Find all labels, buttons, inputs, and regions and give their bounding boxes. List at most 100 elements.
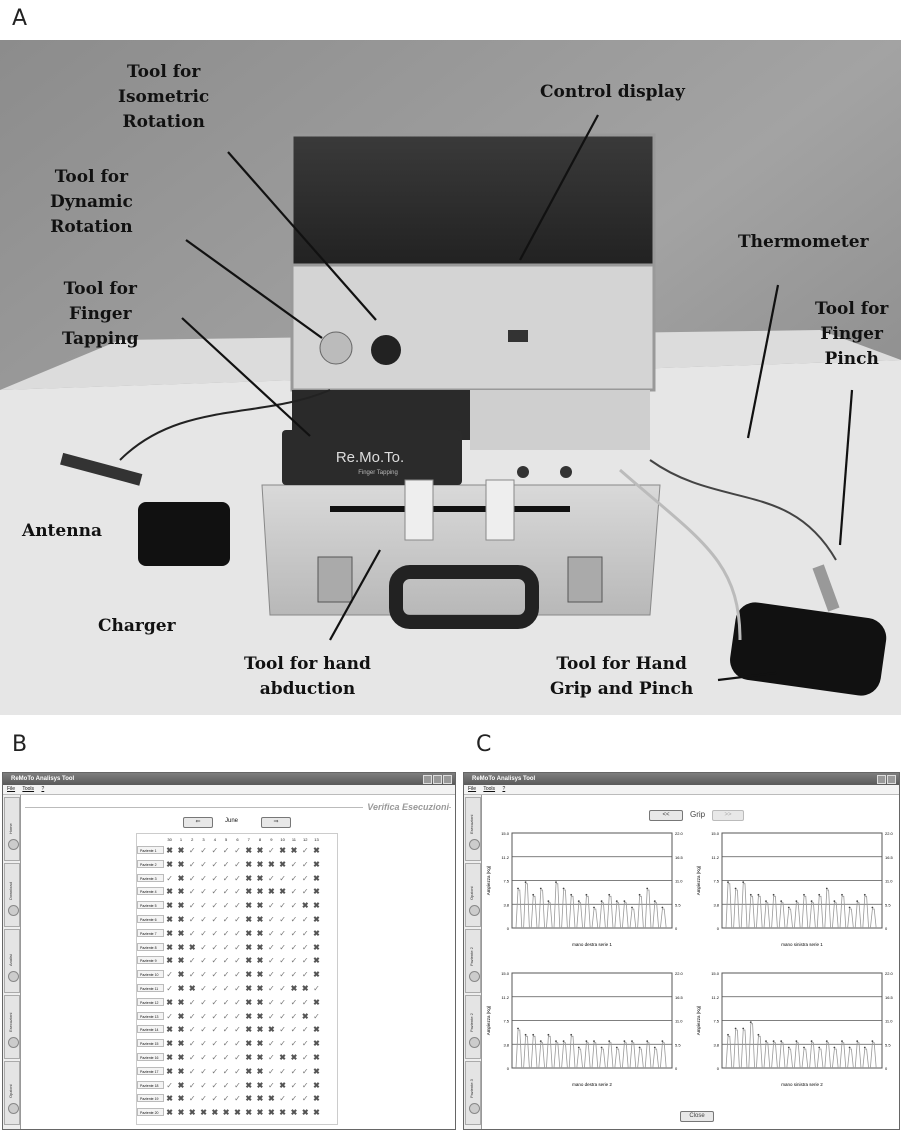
cross-icon: ✖ bbox=[245, 970, 253, 980]
side-tab-0[interactable]: Esecuzioni bbox=[465, 797, 481, 861]
check-icon: ✓ bbox=[200, 956, 207, 966]
table-row: Paziente 6✖✖✓✓✓✓✓✖✖✓✓✓✓✖ bbox=[137, 915, 322, 924]
maximize-icon[interactable] bbox=[877, 775, 886, 784]
patient-name[interactable]: Paziente 1 bbox=[137, 846, 164, 854]
check-icon: ✓ bbox=[301, 1094, 309, 1104]
check-icon: ✓ bbox=[222, 1066, 230, 1076]
patient-name[interactable]: Paziente 11 bbox=[137, 984, 164, 992]
patient-name[interactable]: Paziente 12 bbox=[137, 997, 164, 1006]
side-tab-1[interactable]: Download bbox=[4, 863, 20, 927]
check-icon: ✓ bbox=[222, 901, 230, 911]
peak-marker bbox=[638, 1046, 641, 1049]
next-month-button[interactable]: ⇒ bbox=[261, 817, 291, 828]
close-icon[interactable] bbox=[443, 775, 452, 784]
cross-icon: ✖ bbox=[313, 915, 320, 924]
cross-icon: ✖ bbox=[188, 1108, 196, 1118]
chart-caption: mano destra serie 1 bbox=[572, 942, 612, 947]
patient-name[interactable]: Paziente 9 bbox=[137, 956, 164, 965]
tab-icon bbox=[8, 970, 19, 982]
prev-month-button[interactable]: ⇐ bbox=[183, 817, 213, 828]
patient-name[interactable]: Paziente 7 bbox=[137, 928, 164, 937]
check-icon: ✓ bbox=[301, 915, 309, 924]
menu-help[interactable]: ? bbox=[502, 786, 506, 792]
patient-name[interactable]: Paziente 5 bbox=[137, 901, 164, 910]
menu-tools[interactable]: Tools bbox=[22, 786, 35, 792]
check-icon: ✓ bbox=[211, 1011, 219, 1021]
prev-button[interactable]: << bbox=[649, 810, 683, 821]
side-tab-4[interactable]: Paziente 3 bbox=[465, 1061, 481, 1125]
maximize-icon[interactable] bbox=[433, 775, 442, 784]
peak-marker bbox=[803, 1046, 805, 1049]
menu-help[interactable]: ? bbox=[41, 786, 45, 792]
right-tick-label: 11.0 bbox=[885, 1019, 893, 1024]
check-icon: ✓ bbox=[279, 956, 286, 966]
peak-marker bbox=[539, 887, 542, 890]
table-row: Paziente 7✖✖✓✓✓✓✓✖✖✓✓✓✓✖ bbox=[137, 928, 322, 938]
cross-icon: ✖ bbox=[245, 846, 253, 855]
close-icon[interactable] bbox=[887, 775, 896, 784]
patient-name[interactable]: Paziente 19 bbox=[137, 1094, 164, 1103]
table-row: Paziente 19✖✖✓✓✓✓✓✖✖✖✓✓✓✖ bbox=[137, 1094, 322, 1103]
menu-file[interactable]: File bbox=[468, 786, 477, 792]
cross-icon: ✖ bbox=[313, 970, 320, 980]
side-tab-1[interactable]: Opzioni bbox=[465, 863, 481, 927]
peak-marker bbox=[810, 1040, 813, 1043]
minimize-icon[interactable] bbox=[423, 775, 432, 784]
side-tab-4[interactable]: Opzioni bbox=[4, 1061, 20, 1125]
side-tab-3[interactable]: Paziente 2 bbox=[465, 995, 481, 1059]
check-icon: ✓ bbox=[279, 1066, 286, 1076]
close-button[interactable]: Close bbox=[680, 1111, 714, 1122]
patient-name[interactable]: Paziente 6 bbox=[137, 915, 164, 923]
check-icon: ✓ bbox=[200, 846, 207, 855]
side-tab-2[interactable]: Paziente 2 bbox=[465, 929, 481, 993]
side-tab-0[interactable]: Home bbox=[4, 797, 20, 861]
peak-marker bbox=[600, 1046, 603, 1049]
patient-name[interactable]: Paziente 4 bbox=[137, 887, 164, 896]
window-b-menubar: File Tools ? bbox=[3, 785, 455, 795]
check-icon: ✓ bbox=[279, 970, 286, 980]
next-button[interactable]: >> bbox=[712, 810, 744, 821]
cross-icon: ✖ bbox=[290, 1108, 298, 1118]
menu-file[interactable]: File bbox=[7, 786, 16, 792]
peak-marker bbox=[765, 1040, 767, 1043]
cross-icon: ✖ bbox=[256, 984, 264, 993]
patient-name[interactable]: Paziente 10 bbox=[137, 970, 164, 979]
patient-name[interactable]: Paziente 20 bbox=[137, 1108, 164, 1117]
cross-icon: ✖ bbox=[166, 859, 173, 869]
cross-icon: ✖ bbox=[177, 846, 185, 855]
check-icon: ✓ bbox=[211, 942, 219, 952]
patient-name[interactable]: Paziente 17 bbox=[137, 1066, 164, 1075]
cross-icon: ✖ bbox=[313, 1108, 320, 1118]
patient-name[interactable]: Paziente 14 bbox=[137, 1025, 164, 1034]
tab-icon bbox=[8, 1036, 19, 1048]
cross-icon: ✖ bbox=[279, 859, 286, 869]
patient-name[interactable]: Paziente 18 bbox=[137, 1080, 164, 1089]
patient-name[interactable]: Paziente 8 bbox=[137, 942, 164, 951]
cross-icon: ✖ bbox=[245, 873, 253, 883]
device-subtitle: Finger Tapping bbox=[358, 470, 398, 476]
check-icon: ✓ bbox=[234, 1080, 241, 1090]
cross-icon: ✖ bbox=[256, 928, 264, 938]
check-icon: ✓ bbox=[222, 984, 230, 993]
right-tick-label: 22.0 bbox=[885, 971, 894, 976]
table-row: Paziente 18✓✖✓✓✓✓✓✖✖✓✖✓✓✖ bbox=[137, 1080, 322, 1090]
check-icon: ✓ bbox=[188, 956, 196, 966]
right-tick-label: 11.0 bbox=[885, 879, 893, 884]
patient-name[interactable]: Paziente 2 bbox=[137, 859, 164, 868]
right-tick-label: 16.5 bbox=[885, 855, 894, 860]
patient-name[interactable]: Paziente 13 bbox=[137, 1011, 164, 1020]
side-tab-3[interactable]: Esecuzioni bbox=[4, 995, 20, 1059]
check-icon: ✓ bbox=[279, 928, 286, 938]
menu-tools[interactable]: Tools bbox=[483, 786, 496, 792]
check-icon: ✓ bbox=[222, 859, 230, 869]
patient-name[interactable]: Paziente 15 bbox=[137, 1039, 164, 1048]
patient-name[interactable]: Paziente 3 bbox=[137, 873, 164, 882]
table-row: Paziente 10✓✖✓✓✓✓✓✖✖✓✓✓✓✖ bbox=[137, 970, 322, 979]
check-icon: ✓ bbox=[188, 846, 196, 855]
check-icon: ✓ bbox=[234, 984, 241, 993]
side-tab-2[interactable]: Analisi bbox=[4, 929, 20, 993]
cross-icon: ✖ bbox=[177, 1066, 185, 1076]
patient-name[interactable]: Paziente 16 bbox=[137, 1053, 164, 1061]
side-tab-label: Home bbox=[8, 823, 13, 835]
cross-icon: ✖ bbox=[313, 928, 320, 938]
